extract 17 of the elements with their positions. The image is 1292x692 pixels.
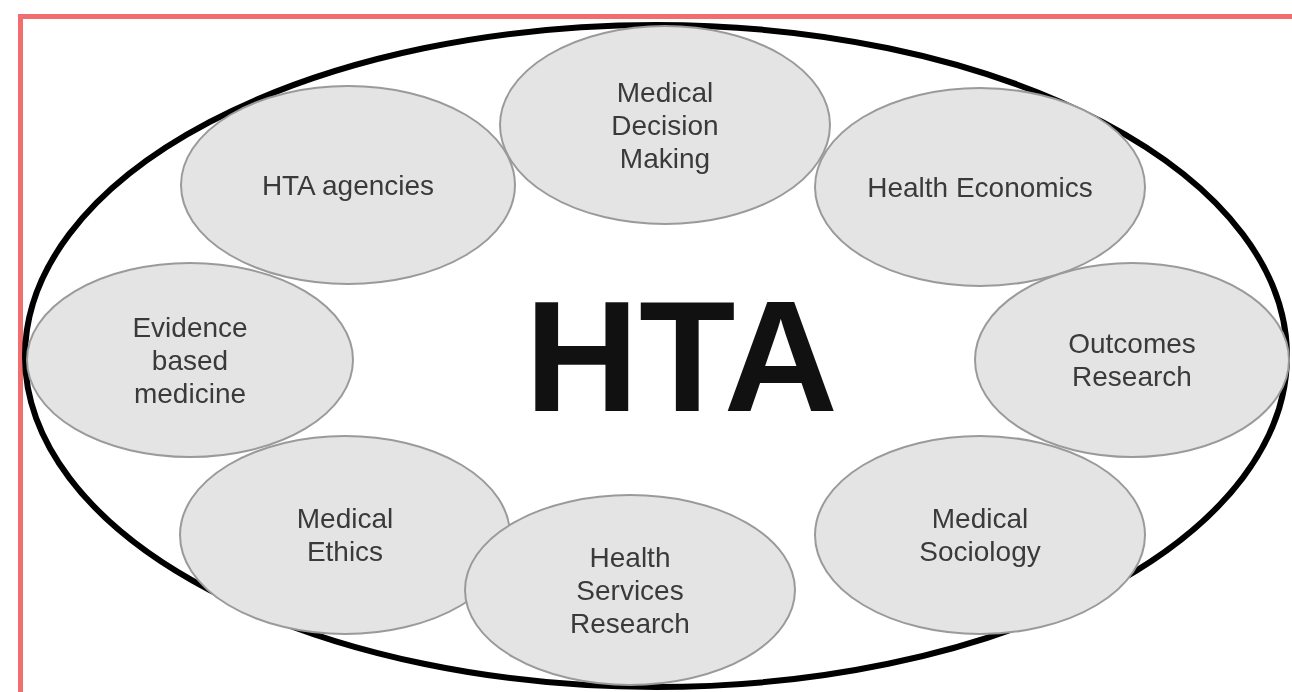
topic-label: Medical Ethics (295, 502, 395, 568)
topic-circle (974, 262, 1290, 458)
center-title: HTA (524, 277, 838, 435)
topic-circle (180, 85, 516, 285)
topic-label: HTA agencies (260, 168, 436, 202)
topic-circle (814, 87, 1146, 287)
topic-circle (499, 25, 831, 225)
topic-circle (179, 435, 511, 635)
topic-label: Medical Sociology (918, 502, 1042, 568)
topic-label: Medical Decision Making (610, 75, 720, 175)
topic-circle (26, 262, 354, 458)
topic-label: Evidence based medicine (131, 310, 249, 410)
topic-circle (814, 435, 1146, 635)
topic-label: Health Economics (866, 170, 1094, 204)
topic-label: Outcomes Research (1067, 327, 1197, 393)
topic-circle (464, 494, 796, 686)
topic-label: Health Services Research (569, 540, 691, 640)
